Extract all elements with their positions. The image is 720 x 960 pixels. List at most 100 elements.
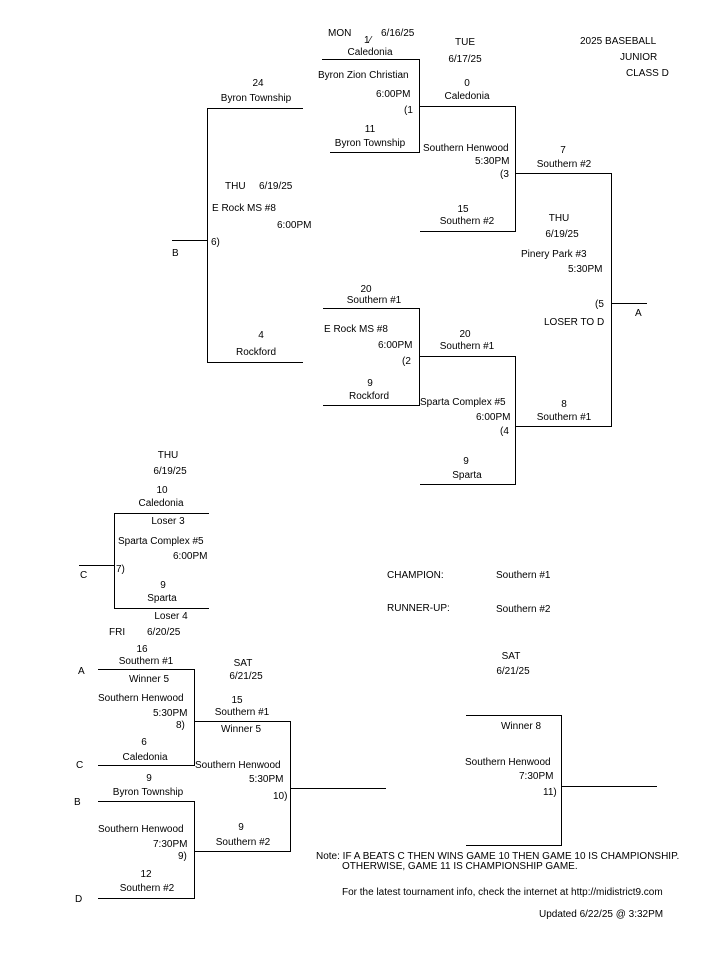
game-11-location: Southern Henwood <box>465 757 551 768</box>
game-9-in-label-2: D <box>75 894 83 905</box>
game-10-team1-score: 15 <box>231 695 243 706</box>
game-3-date: 6/17/25 <box>448 54 482 65</box>
game-5-day: THU <box>548 213 570 224</box>
game-10-day: SAT <box>233 658 253 669</box>
note-line-2: OTHERWISE, GAME 11 IS CHAMPIONSHIP GAME. <box>342 861 578 872</box>
game-7-team2-note: Loser 4 <box>154 611 188 622</box>
game-4-location: Sparta Complex #5 <box>420 397 506 408</box>
game-2-team2-line <box>323 405 419 406</box>
game-10-team2-score: 9 <box>238 822 244 833</box>
game-3-bracket <box>515 106 516 232</box>
game-7-location: Sparta Complex #5 <box>118 536 204 547</box>
title-line3: CLASS D <box>626 68 669 79</box>
game-8-time: 5:30PM <box>153 708 188 719</box>
game-3-location: Southern Henwood <box>423 143 509 154</box>
game-9-team2-score: 12 <box>140 869 152 880</box>
game-10-team1: Southern #1 <box>214 707 270 718</box>
game-10-location: Southern Henwood <box>195 760 281 771</box>
game-2-bracket <box>419 308 420 406</box>
game-2-team1-score: 20 <box>360 284 372 295</box>
game-5-out-label: A <box>635 308 642 319</box>
game-8-location: Southern Henwood <box>98 693 184 704</box>
game-3-team1-score: 0 <box>464 78 470 89</box>
game-1-team1-line <box>322 59 419 60</box>
game-6-location: E Rock MS #8 <box>212 203 276 214</box>
game-9-team2-line <box>98 898 194 899</box>
game-5-bracket <box>611 173 612 427</box>
game-4-team1-score: 20 <box>459 329 471 340</box>
game-2-out-line <box>419 356 515 357</box>
game-4-team2-score: 9 <box>463 456 469 467</box>
info-line: For the latest tournament info, check th… <box>342 887 663 898</box>
game-5-team1-score: 7 <box>560 145 566 156</box>
champion-label: CHAMPION: <box>387 570 444 581</box>
game-5-team2-score: 8 <box>561 399 567 410</box>
game-5-team1: Southern #2 <box>536 159 592 170</box>
runnerup-value: Southern #2 <box>496 604 551 615</box>
game-10-team2: Southern #2 <box>215 837 271 848</box>
game-9-time: 7:30PM <box>153 839 188 850</box>
note-line-1: Note: IF A BEATS C THEN WINS GAME 10 THE… <box>316 851 680 862</box>
game-2-team1-line <box>323 308 419 309</box>
game-1-date: 6/16/25 <box>381 28 415 39</box>
game-2-location: E Rock MS #8 <box>324 324 388 335</box>
game-10-time: 5:30PM <box>249 774 284 785</box>
game-11-team1-line <box>466 715 562 716</box>
game-3-team1: Caledonia <box>444 91 490 102</box>
game-11-team1-note: Winner 8 <box>500 721 542 732</box>
game-3-team2: Southern #2 <box>439 216 495 227</box>
game-1-team2-score: 11 <box>364 124 376 135</box>
game-8-team2-score: 6 <box>141 737 147 748</box>
game-2-team2-score: 9 <box>367 378 373 389</box>
game-6-team1: Byron Township <box>220 93 292 104</box>
game-2-team1: Southern #1 <box>346 295 402 306</box>
champion-value: Southern #1 <box>496 570 551 581</box>
game-11-date: 6/21/25 <box>496 666 530 677</box>
game-4-number: (4 <box>500 426 509 437</box>
game-1-team2: Byron Township <box>334 138 406 149</box>
game-7-day: THU <box>157 450 179 461</box>
game-3-day: TUE <box>455 37 475 48</box>
game-8-team1-line <box>98 669 194 670</box>
game-7-bracket <box>114 513 115 609</box>
game-6-team2-line <box>207 362 303 363</box>
game-7-out-line <box>79 565 114 566</box>
game-6-number: 6) <box>211 237 220 248</box>
game-7-team1-line <box>114 513 209 514</box>
game-4-team1: Southern #1 <box>439 341 495 352</box>
game-1-time: 6:00PM <box>376 89 411 100</box>
game-10-bracket <box>290 721 291 852</box>
game-7-team2-line <box>114 608 209 609</box>
game-6-team2-score: 4 <box>258 330 264 341</box>
game-4-bracket <box>515 356 516 485</box>
game-3-out-line <box>515 173 611 174</box>
game-8-date: 6/20/25 <box>147 627 181 638</box>
game-6-team1-line <box>207 108 303 109</box>
game-6-out-line <box>172 240 207 241</box>
runnerup-label: RUNNER-UP: <box>387 603 450 614</box>
title-line1: 2025 BASEBALL <box>580 36 657 47</box>
game-8-number: 8) <box>176 720 185 731</box>
game-9-in-label-1: B <box>74 797 81 808</box>
game-5-team2: Southern #1 <box>536 412 592 423</box>
game-5-out-line <box>611 303 647 304</box>
game-4-out-line <box>515 426 611 427</box>
game-1-number: (1 <box>404 105 413 116</box>
game-4-time: 6:00PM <box>476 412 511 423</box>
game-3-number: (3 <box>500 169 509 180</box>
game-9-team1-score: 9 <box>146 773 152 784</box>
game-11-time: 7:30PM <box>519 771 554 782</box>
game-11-bracket <box>561 715 562 846</box>
game-5-location: Pinery Park #3 <box>521 249 587 260</box>
game-3-team2-line <box>420 231 515 232</box>
game-9-location: Southern Henwood <box>98 824 184 835</box>
game-9-bracket <box>194 801 195 899</box>
game-1-fragment: 1⁄ <box>364 35 372 46</box>
game-1-team2-line <box>330 152 419 153</box>
game-4-team2: Sparta <box>452 470 482 481</box>
game-7-team1: Caledonia <box>138 498 184 509</box>
game-6-date: 6/19/25 <box>259 181 293 192</box>
game-2-team2: Rockford <box>348 391 390 402</box>
game-11-day: SAT <box>501 651 521 662</box>
game-7-team1-score: 10 <box>156 485 168 496</box>
